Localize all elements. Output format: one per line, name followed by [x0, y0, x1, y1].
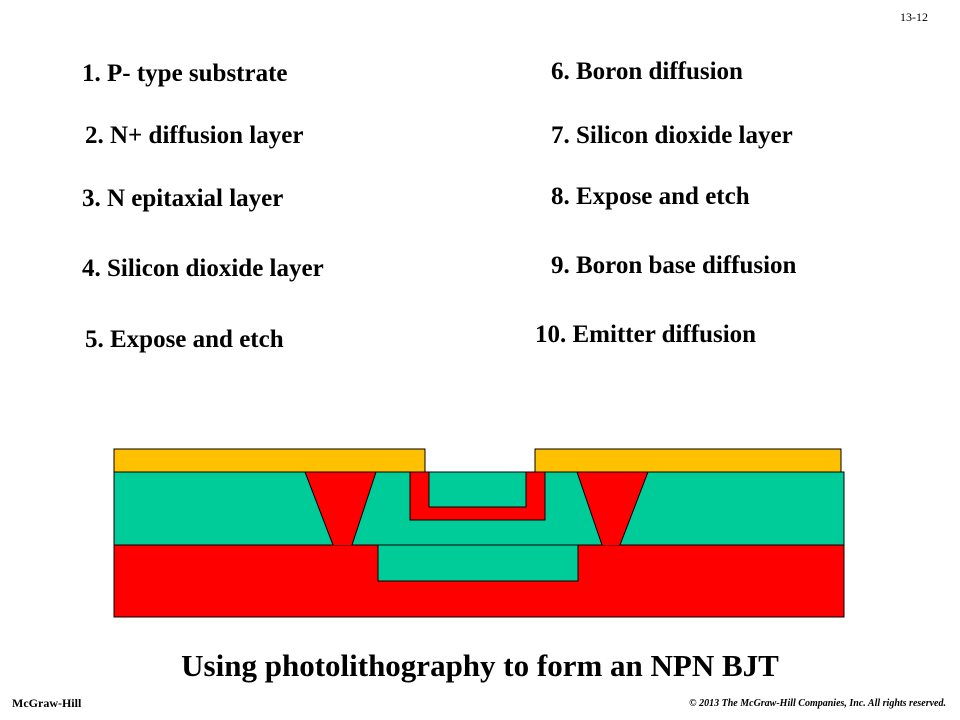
silicon-dioxide-left	[113, 448, 426, 473]
step-4: 4. Silicon dioxide layer	[82, 255, 324, 282]
n-plus-buried-layer	[377, 544, 579, 582]
wafer-outline	[113, 471, 845, 618]
step-3: 3. N epitaxial layer	[82, 185, 284, 212]
step-5: 5. Expose and etch	[85, 326, 284, 353]
n-epitaxial-left	[113, 471, 334, 546]
step-2: 2. N+ diffusion layer	[85, 122, 304, 149]
step-7: 7. Silicon dioxide layer	[551, 122, 793, 149]
publisher-name: McGraw-Hill	[12, 696, 82, 710]
step-6: 6. Boron diffusion	[551, 58, 743, 85]
step-8: 8. Expose and etch	[551, 183, 750, 210]
page-number: 13-12	[900, 10, 928, 24]
step-10: 10. Emitter diffusion	[535, 321, 757, 348]
step-9: 9. Boron base diffusion	[551, 252, 797, 279]
silicon-dioxide-right	[534, 448, 842, 473]
copyright-notice: © 2013 The McGraw-Hill Companies, Inc. A…	[689, 698, 946, 709]
step-1: 1. P- type substrate	[82, 60, 288, 87]
slide-caption: Using photolithography to form an NPN BJ…	[181, 648, 779, 683]
n-epitaxial-right	[619, 471, 845, 546]
n-emitter-diffusion	[428, 471, 527, 508]
